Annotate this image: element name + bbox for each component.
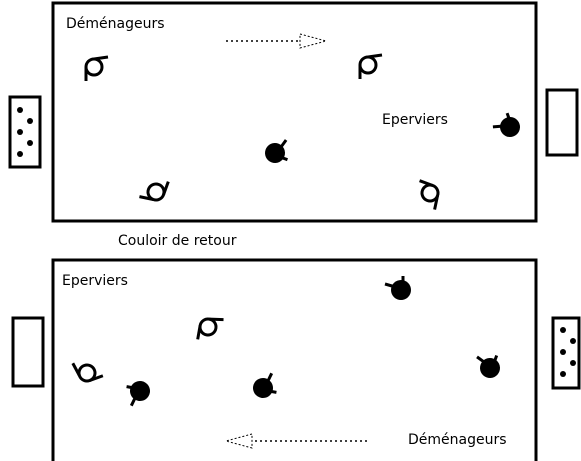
bottom-field (51, 258, 538, 461)
bottom-field-label-right: Déménageurs (408, 432, 507, 448)
top-field-label-right: Eperviers (382, 112, 448, 128)
bottom-field-label-left: Eperviers (62, 273, 128, 289)
empty-zone-left-bottom (11, 316, 45, 388)
corridor-label: Couloir de retour (118, 233, 237, 249)
empty-zone-right-top (545, 88, 579, 157)
top-field-label-left: Déménageurs (66, 16, 165, 32)
dotted-zone-right-bottom (551, 316, 581, 390)
top-field (51, 1, 538, 223)
bottom-dotted-arrow (224, 433, 370, 449)
dotted-zone-left-top (8, 95, 42, 169)
top-dotted-arrow (226, 33, 328, 49)
